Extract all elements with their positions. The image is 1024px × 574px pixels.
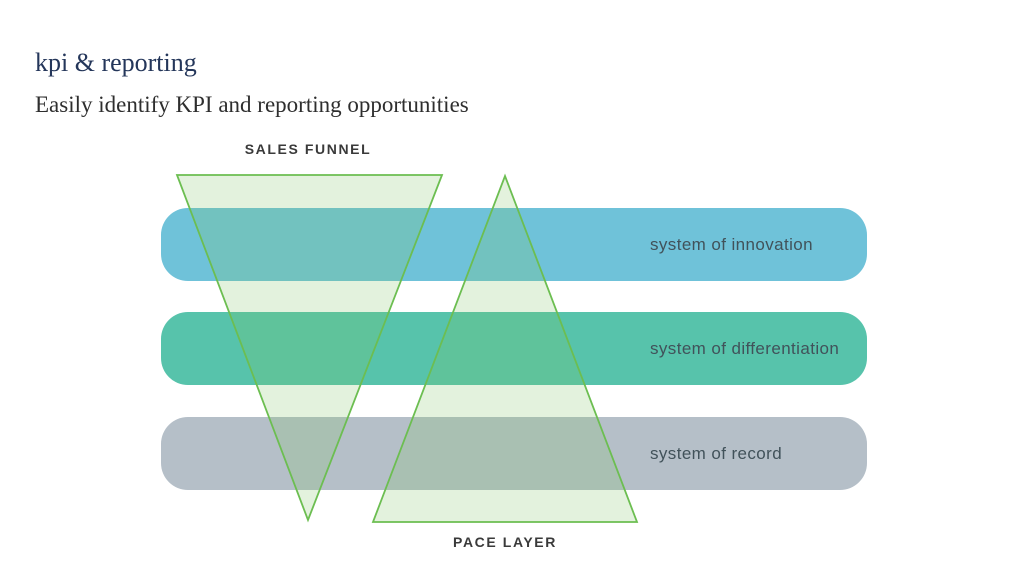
layer-label-record: system of record: [650, 443, 783, 463]
pace-layer-label: PACE LAYER: [453, 534, 557, 550]
layer-bar-differentiation: system of differentiation: [161, 312, 867, 385]
page-title: kpi & reporting: [35, 48, 197, 77]
layer-bar-innovation: system of innovation: [161, 208, 867, 281]
layer-bar-record: system of record: [161, 417, 867, 490]
layer-label-differentiation: system of differentiation: [650, 338, 840, 358]
sales-funnel-label: SALES FUNNEL: [244, 141, 372, 157]
page-subtitle: Easily identify KPI and reporting opport…: [35, 92, 469, 117]
layer-label-innovation: system of innovation: [650, 234, 813, 254]
